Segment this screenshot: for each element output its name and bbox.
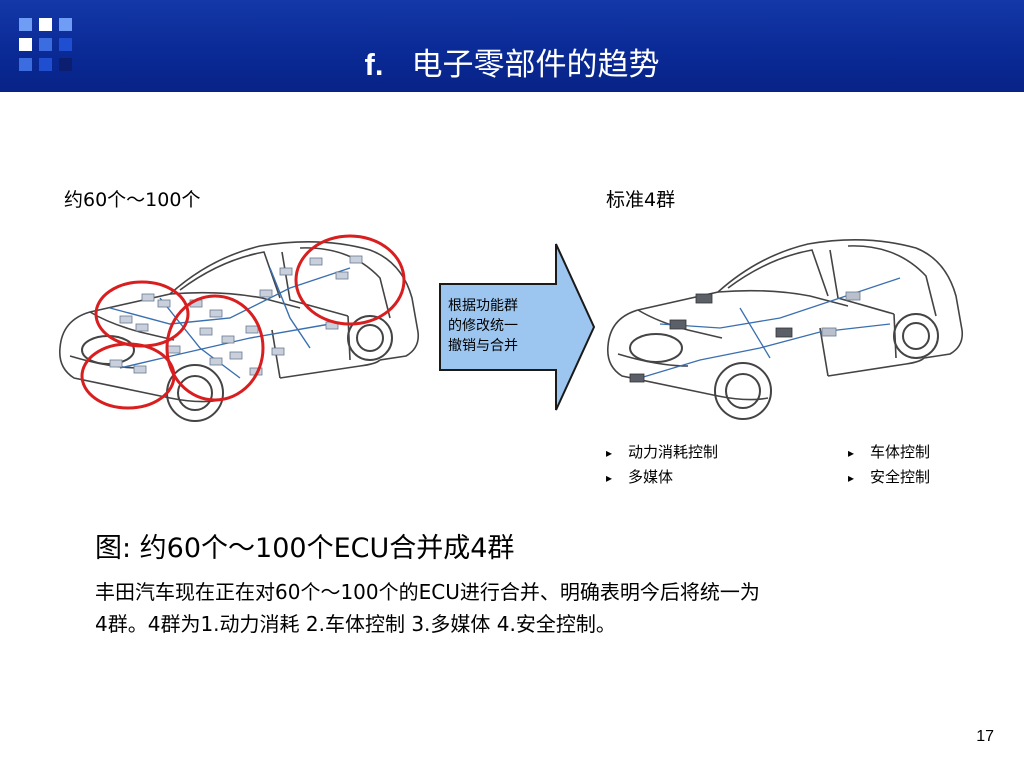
bullet-item-multimedia: 多媒体 (606, 465, 718, 490)
car-four-groups-illustration (606, 239, 964, 420)
consolidation-arrow (439, 243, 596, 411)
car-many-ecus-illustration (58, 234, 420, 422)
slide-title: f. 电子零部件的趋势 (0, 40, 1024, 90)
title-text: 电子零部件的趋势 (411, 47, 660, 83)
logo-grid-icon (19, 18, 75, 76)
figure-caption: 图: 约60个～100个ECU合并成4群 (95, 533, 515, 564)
bullet-item-body: 车体控制 (848, 440, 930, 465)
arrow-text-line-3: 撤销与合并 (448, 338, 518, 354)
arrow-text-line-2: 的修改统一 (448, 318, 518, 334)
bullet-list-left: 动力消耗控制 多媒体 (606, 440, 718, 490)
arrow-text-line-1: 根据功能群 (448, 298, 518, 314)
header-bar: f. 电子零部件的趋势 (0, 0, 1024, 92)
bullet-item-safety: 安全控制 (848, 465, 930, 490)
right-car-label: 标准4群 (606, 189, 676, 211)
title-prefix: f. (364, 47, 384, 82)
body-paragraph: 丰田汽车现在正在对60个～100个的ECU进行合并、明确表明今后将统一为 4群。… (95, 576, 955, 640)
bullet-list-right: 车体控制 安全控制 (848, 440, 930, 490)
page-number: 17 (976, 728, 994, 745)
arrow-text: 根据功能群 的修改统一 撤销与合并 (448, 296, 560, 356)
bullet-item-power: 动力消耗控制 (606, 440, 718, 465)
left-car-label: 约60个～100个 (64, 189, 201, 211)
body-line-2: 4群。4群为1.动力消耗 2.车体控制 3.多媒体 4.安全控制。 (95, 612, 616, 636)
body-line-1: 丰田汽车现在正在对60个～100个的ECU进行合并、明确表明今后将统一为 (95, 580, 760, 604)
